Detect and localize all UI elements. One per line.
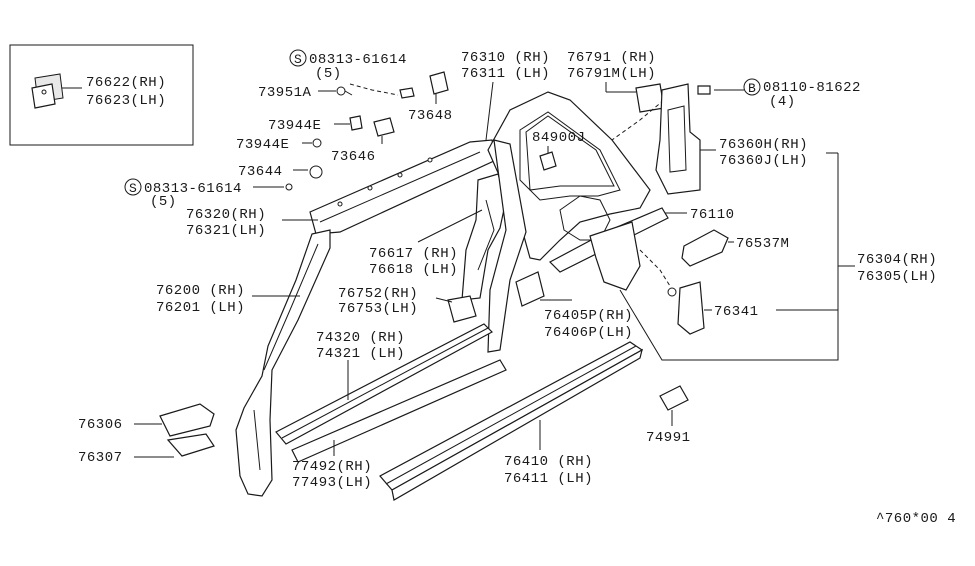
label-76406p: 76406P(LH) <box>544 325 633 341</box>
label-screw-a-qty: (5) <box>315 66 342 82</box>
bolt-symbol: B <box>743 78 761 96</box>
clip-73951a <box>336 86 346 96</box>
label-76360j: 76360J(LH) <box>719 153 808 169</box>
label-76623: 76623(LH) <box>86 93 166 109</box>
quarter-inner-panel-76310 <box>487 91 651 261</box>
label-76304: 76304(RH) <box>857 252 937 268</box>
clip-74991 <box>659 385 689 411</box>
label-73646: 73646 <box>331 149 376 165</box>
label-74321: 74321 (LH) <box>316 346 405 362</box>
bracket-76307 <box>166 433 215 457</box>
label-76320: 76320(RH) <box>186 207 266 223</box>
clip-73944e-1 <box>349 115 363 131</box>
label-84900j: 84900J <box>532 130 585 146</box>
label-76306: 76306 <box>78 417 123 433</box>
b-pillar-76310 <box>487 139 527 353</box>
label-74991: 74991 <box>646 430 691 446</box>
label-76310: 76310 (RH) <box>461 50 550 66</box>
clip-part-73646 <box>373 117 395 137</box>
label-73644: 73644 <box>238 164 283 180</box>
label-76791: 76791 (RH) <box>567 50 656 66</box>
label-76752: 76752(RH) <box>338 286 418 302</box>
label-bolt-code: 08110-81622 <box>763 80 861 96</box>
label-76537m: 76537M <box>736 236 789 252</box>
bracket-76306 <box>159 403 215 437</box>
label-76201: 76201 (LH) <box>156 300 245 316</box>
label-73944e-1: 73944E <box>268 118 321 134</box>
screw-symbol-a: S <box>289 49 307 67</box>
screw-symbol-b: S <box>124 178 142 196</box>
bracket-76537m <box>681 229 729 267</box>
sill-ext-77492 <box>291 359 507 463</box>
label-76360h: 76360H(RH) <box>719 137 808 153</box>
svg-text:S: S <box>129 181 137 196</box>
label-76617: 76617 (RH) <box>369 246 458 262</box>
front-pillar-76200 <box>235 229 331 497</box>
label-76200: 76200 (RH) <box>156 283 245 299</box>
label-76411: 76411 (LH) <box>504 471 593 487</box>
bracket-line-76304 <box>619 153 839 361</box>
svg-text:S: S <box>294 52 302 67</box>
label-76791m: 76791M(LH) <box>567 66 656 82</box>
label-76321: 76321(LH) <box>186 223 266 239</box>
bolt-part <box>697 85 711 95</box>
svg-text:B: B <box>748 81 756 96</box>
inset-box <box>9 44 194 146</box>
grommet-84900j <box>539 151 557 171</box>
label-76305: 76305(LH) <box>857 269 937 285</box>
label-76110: 76110 <box>690 207 735 223</box>
clip-73944e-2 <box>312 138 322 148</box>
label-73951a: 73951A <box>258 85 312 101</box>
bracket-76341 <box>677 281 705 335</box>
label-screw-b-code: 08313-61614 <box>144 181 242 197</box>
outer-sill-76410 <box>379 341 644 501</box>
clip-part-73648 <box>399 71 449 99</box>
quarter-window-opening <box>525 115 615 191</box>
label-screw-a-code: 08313-61614 <box>309 52 407 68</box>
label-76410: 76410 (RH) <box>504 454 593 470</box>
label-77493: 77493(LH) <box>292 475 372 491</box>
label-76341: 76341 <box>714 304 759 320</box>
label-76622: 76622(RH) <box>86 75 166 91</box>
label-76753: 76753(LH) <box>338 301 418 317</box>
label-screw-b-qty: (5) <box>150 194 177 210</box>
clip-part-76622 <box>31 73 64 109</box>
label-73648: 73648 <box>408 108 453 124</box>
clip-73644 <box>309 165 323 179</box>
label-bolt-qty: (4) <box>769 94 796 110</box>
rear-panel-76360 <box>655 83 701 195</box>
label-77492: 77492(RH) <box>292 459 372 475</box>
label-74320: 74320 (RH) <box>316 330 405 346</box>
label-76307: 76307 <box>78 450 123 466</box>
label-76618: 76618 (LH) <box>369 262 458 278</box>
bracket-76752 <box>447 295 477 323</box>
sill-inner-74320 <box>275 323 493 445</box>
bracket-76791 <box>635 83 665 113</box>
reference-code: ^760*00 4 <box>876 511 956 527</box>
label-76405p: 76405P(RH) <box>544 308 633 324</box>
bracket-76405p <box>515 271 545 307</box>
label-76311: 76311 (LH) <box>461 66 550 82</box>
wheelhouse-76110 <box>549 207 669 291</box>
label-73944e-2: 73944E <box>236 137 289 153</box>
